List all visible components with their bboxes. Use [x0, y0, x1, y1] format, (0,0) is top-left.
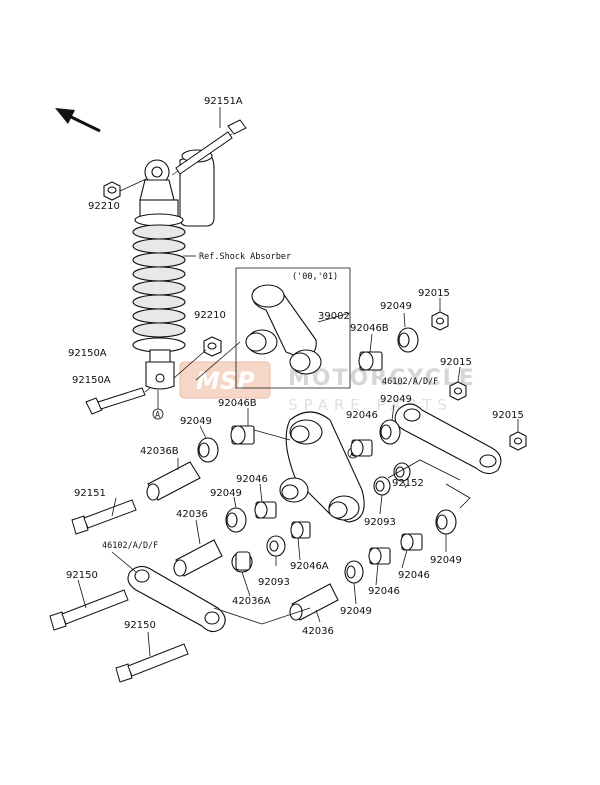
- shock-absorber: [132, 149, 215, 390]
- nut-92210-upper: [103, 181, 121, 201]
- label-92150A-b: 92150A: [72, 375, 111, 386]
- label-92210-upper: 92210: [88, 201, 120, 212]
- seal-92049-upper: [397, 327, 419, 353]
- shock-clevis-hole: [155, 373, 165, 383]
- label-92049-a: 92049: [380, 301, 412, 312]
- part-labels: 92151A 92210 Ref.Shock Absorber ('00,'01…: [66, 96, 524, 637]
- collar-42036A: [231, 551, 253, 573]
- label-42036-a: 42036: [176, 509, 208, 520]
- seal-92049-lower: [344, 560, 364, 584]
- label-92150A-a: 92150A: [68, 348, 107, 359]
- label-92151A: 92151A: [204, 96, 243, 107]
- label-92015-b: 92015: [440, 357, 472, 368]
- label-42036A: 42036A: [232, 596, 271, 607]
- tie-rod-upper: [394, 403, 502, 475]
- label-92049-e: 92049: [430, 555, 462, 566]
- bolt-92150-a: [49, 589, 129, 631]
- washer-92093-left: [266, 535, 286, 557]
- label-92046-a: 92046: [346, 410, 378, 421]
- nut-92015-a: [431, 311, 449, 331]
- collar-42036-upper: [173, 539, 223, 577]
- label-92015-a: 92015: [418, 288, 450, 299]
- bearing-92046-b: [254, 501, 277, 519]
- label-92049-f: 92049: [340, 606, 372, 617]
- inset-39002: [235, 267, 351, 389]
- label-92046-b: 92046: [236, 474, 268, 485]
- inset-rocker-upper-boss: [251, 284, 285, 308]
- label-92093-b: 92093: [258, 577, 290, 588]
- watermark: MSP MOTORCYCLE SPARE PARTS: [179, 361, 474, 414]
- marker-a-left: A: [152, 408, 164, 421]
- seal-92049-left: [197, 437, 219, 463]
- nut-92015-b: [449, 381, 467, 401]
- label-92046B-a: 92046B: [350, 323, 389, 334]
- label-92015-c: 92015: [492, 410, 524, 421]
- bearing-92046-d: [368, 547, 391, 565]
- watermark-logo-text: MSP: [196, 367, 255, 395]
- label-92046-d: 92046: [368, 586, 400, 597]
- label-92152: 92152: [392, 478, 424, 489]
- seal-92049-mid: [225, 507, 247, 533]
- seal-92049-lowright: [435, 509, 457, 535]
- label-92151: 92151: [74, 488, 106, 499]
- washer-92152: [393, 462, 411, 482]
- shock-upper-mount: [139, 179, 175, 201]
- svg-text:A: A: [155, 411, 160, 421]
- label-92150-b: 92150: [124, 620, 156, 631]
- label-42036-b: 42036: [302, 626, 334, 637]
- shock-spring: [132, 224, 186, 338]
- bearing-92046B-left: [230, 425, 255, 445]
- seal-92049-right: [379, 419, 401, 445]
- nut-92015-c: [509, 431, 527, 451]
- rocker-arm-main: [279, 411, 365, 523]
- label-92210-lower: 92210: [194, 310, 226, 321]
- label-92093-a: 92093: [364, 517, 396, 528]
- label-42036B: 42036B: [140, 446, 179, 457]
- label-46102-lower: 46102/A/D/F: [102, 541, 158, 551]
- label-92046A: 92046A: [290, 561, 329, 572]
- tie-rod-lower: [127, 565, 226, 633]
- collar-42036-lower: [289, 583, 339, 621]
- leader-lines: [77, 107, 519, 657]
- label-92046-c: 92046: [398, 570, 430, 581]
- bolt-92151: [71, 499, 137, 535]
- label-ref-shock-absorber: Ref.Shock Absorber: [199, 252, 291, 262]
- label-92049-c: 92049: [380, 394, 412, 405]
- label-years: ('00,'01): [292, 272, 338, 282]
- shock-spring-seat: [134, 213, 184, 227]
- label-92046B-b: 92046B: [218, 398, 257, 409]
- front-direction-arrow-icon: [55, 108, 101, 133]
- bearing-92046-c: [400, 533, 423, 551]
- label-46102-upper: 46102/A/D/F: [382, 377, 438, 387]
- bolt-92151A: [171, 119, 247, 176]
- shock-upper-eye-hole: [151, 166, 163, 178]
- bearing-92046A: [290, 521, 311, 539]
- bearing-92046-a: [350, 439, 373, 457]
- label-39002: 39002: [318, 311, 350, 322]
- label-92150-a: 92150: [66, 570, 98, 581]
- nut-92210-lower: [203, 336, 222, 357]
- label-92049-b: 92049: [180, 416, 212, 427]
- bearing-92046B-upper: [358, 351, 383, 371]
- collar-42036B: [146, 461, 201, 501]
- watermark-logo-badge: [179, 361, 271, 399]
- bolt-92150-b: [115, 643, 189, 683]
- label-92049-d: 92049: [210, 488, 242, 499]
- bolt-92150A: [85, 387, 146, 415]
- washer-92093-right: [373, 476, 391, 496]
